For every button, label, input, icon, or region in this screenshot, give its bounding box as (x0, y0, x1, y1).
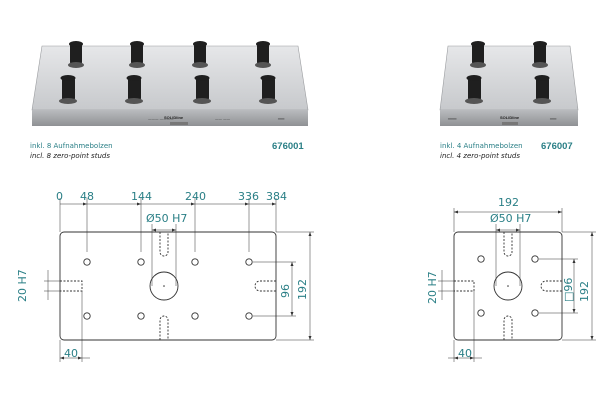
technical-drawing-4-studs (438, 208, 596, 362)
plate-front-edge (440, 110, 578, 126)
stud-icon (465, 75, 483, 104)
width-dim: 192 (498, 196, 519, 209)
bottom-dim: 40 (458, 347, 472, 360)
caption-de-left: inkl. 8 Aufnahmebolzen (30, 142, 113, 150)
plate-outline (59, 231, 277, 341)
stud-icon (533, 75, 551, 104)
stud-icon (193, 75, 211, 104)
caption-en-left: incl. 8 zero-point studs (30, 152, 110, 160)
square-dim: □96 (562, 277, 575, 302)
dim-336: 336 (238, 190, 259, 203)
stud-icon (470, 41, 486, 68)
bottom-dim: 40 (64, 347, 78, 360)
svg-text:═══: ═══ (277, 117, 285, 121)
brand-label-left: SOLIDline (164, 115, 184, 120)
stud-holes (83, 258, 253, 320)
caption-en-right: incl. 4 zero-point studs (440, 152, 520, 160)
product-photo-4-studs: ════ ═══ (439, 41, 579, 126)
stud-icon (129, 41, 145, 68)
plate-top-surface (439, 45, 579, 111)
plate-outline (453, 231, 563, 341)
stud-icon (259, 75, 277, 104)
article-number-right: 676007 (541, 141, 573, 152)
stud-icon (59, 75, 77, 104)
product-photo-8-studs: ——— ———— —— —— ═══ (31, 45, 309, 126)
height-dim: 192 (296, 279, 309, 300)
dim-0: 0 (56, 190, 63, 203)
stud-icon (125, 75, 143, 104)
slot-dim: 20 H7 (426, 271, 439, 304)
plate-front-edge (32, 110, 308, 126)
stud-icon (532, 41, 548, 68)
caption-de-right: inkl. 4 Aufnahmebolzen (440, 142, 523, 150)
bore-dim: Ø50 H7 (146, 212, 188, 225)
slot-dim: 20 H7 (16, 269, 29, 302)
dim-48: 48 (80, 190, 94, 203)
drawing-right-labels: 192 Ø50 H7 20 H7 □96 192 40 (420, 190, 616, 370)
spacing-dim: 96 (279, 284, 292, 298)
dim-384: 384 (266, 190, 287, 203)
technical-drawing-8-studs (44, 198, 314, 362)
article-number-left: 676001 (272, 141, 304, 152)
svg-text:——— ————: ——— ———— (148, 117, 174, 121)
stud-holes (477, 255, 539, 317)
bore-dim: Ø50 H7 (490, 212, 532, 225)
dim-144: 144 (131, 190, 152, 203)
stud-icon (68, 41, 84, 68)
stud-icon (255, 41, 271, 68)
height-dim: 192 (578, 281, 591, 302)
svg-text:════: ════ (447, 117, 457, 121)
brand-label-right: SOLIDline (500, 115, 520, 120)
zero-point-studs-left (59, 41, 277, 104)
svg-text:═══: ═══ (549, 117, 557, 121)
drawing-left-labels: 0 48 144 240 336 384 Ø50 H7 20 H7 96 192… (0, 190, 330, 370)
stud-icon (192, 41, 208, 68)
svg-text:—— ——: —— —— (215, 117, 231, 121)
dim-240: 240 (185, 190, 206, 203)
